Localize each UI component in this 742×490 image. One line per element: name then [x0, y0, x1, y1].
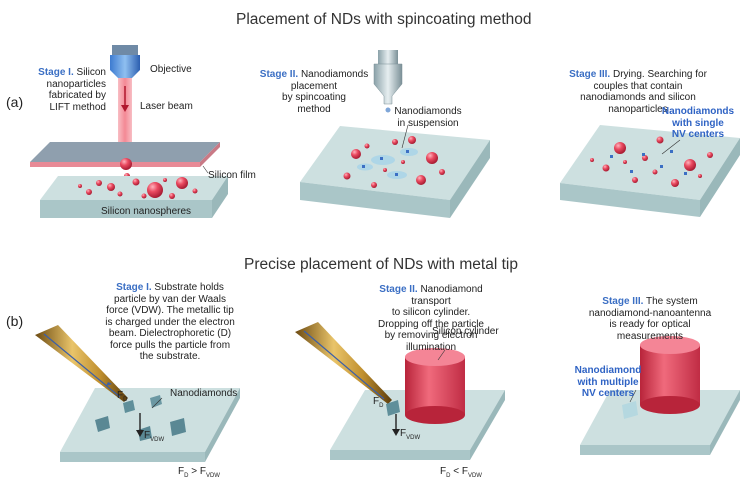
metal-tip-1 [35, 325, 128, 402]
nd-particle [123, 400, 135, 413]
a-stage2-caption: Stage II. Nanodiamonds placement by spin… [259, 69, 369, 115]
ineq1-label: FD > FVDW [178, 466, 220, 479]
b1-substrate [60, 388, 240, 452]
metal-tip-2 [295, 322, 392, 404]
objective-label: Objective [150, 64, 192, 75]
laser-beam [118, 78, 132, 148]
laser-label: Laser beam [140, 101, 193, 112]
fvdw-arrow-icon [136, 430, 144, 437]
objective-cap [112, 45, 138, 55]
a-stage1-caption: Stage I. Silicon nanoparticles fabricate… [38, 67, 106, 113]
fd2-label: FD [373, 396, 384, 409]
laser-arrow-icon [121, 105, 129, 112]
fvdw2-label: FVDW [400, 428, 421, 441]
silicon-cylinder [405, 348, 465, 366]
pipette-body [373, 63, 403, 105]
pipette-top [378, 50, 398, 64]
title-top: Placement of NDs with spincoating method [236, 11, 532, 28]
silicon-film [30, 142, 220, 162]
b-stage2-caption: Stage II. Nanodiamond transport to silic… [378, 284, 484, 353]
b-stage2-graphic [295, 322, 505, 460]
a-stage2-graphic [300, 50, 490, 218]
silicon-cylinder-3 [640, 336, 700, 354]
title-bottom: Precise placement of NDs with metal tip [244, 256, 518, 273]
objective-body [110, 55, 140, 78]
ineq2-label: FD < FVDW [440, 466, 482, 479]
panel-label-a: (a) [6, 94, 24, 110]
b-stage1-caption: Stage I. Substrate holds particle by van… [105, 282, 235, 362]
cylinder-label: Silicon cylinder [432, 326, 499, 337]
a-stage3-graphic [560, 125, 740, 217]
nanodiamonds-label: Nanodiamonds [170, 388, 238, 399]
a-stage3-caption: Stage III. Drying. Searching for couples… [569, 69, 707, 115]
nd-on-cylinder [622, 401, 638, 419]
fvdw2-arrow-icon [392, 429, 400, 436]
a-stage1-graphic [30, 45, 228, 218]
nanospheres-label: Silicon nanospheres [101, 206, 192, 217]
film-label: Silicon film [208, 170, 256, 181]
fvdw-label: FVDW [144, 430, 165, 443]
b-stage1-graphic [35, 325, 240, 462]
a2-substrate [300, 126, 490, 200]
b-stage3-caption: Stage III. The system nanodiamond-nanoan… [588, 296, 712, 342]
a3-substrate [560, 125, 740, 200]
fd-label: FD [117, 390, 128, 403]
panel-label-b: (b) [6, 313, 24, 329]
b-stage3-graphic [580, 336, 740, 455]
